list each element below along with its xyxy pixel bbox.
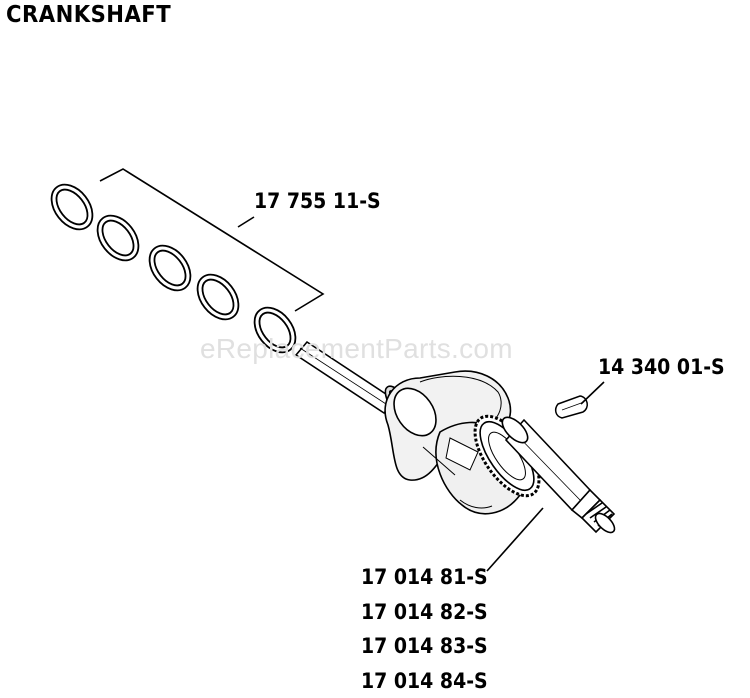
crankshaft-part-number[interactable]: 17 014 81-S: [361, 560, 488, 595]
crankshaft-part-number[interactable]: 17 014 84-S: [361, 664, 488, 698]
crankshaft-part-number[interactable]: 17 014 82-S: [361, 595, 488, 630]
piston-ring: [189, 267, 247, 327]
piston-rings-part-number[interactable]: 17 755 11-S: [254, 189, 381, 213]
crankshaft-part-numbers: 17 014 81-S 17 014 82-S 17 014 83-S 17 0…: [361, 560, 502, 698]
watermark: eReplacementParts.com: [200, 333, 513, 365]
piston-ring: [141, 238, 199, 298]
piston-ring: [43, 177, 101, 237]
woodruff-key: [556, 396, 588, 418]
piston-ring: [89, 208, 147, 268]
key-leader-line: [581, 382, 604, 404]
woodruff-key-part-number[interactable]: 14 340 01-S: [598, 355, 725, 379]
crankshaft: [296, 342, 618, 536]
crankshaft-part-number[interactable]: 17 014 83-S: [361, 629, 488, 664]
